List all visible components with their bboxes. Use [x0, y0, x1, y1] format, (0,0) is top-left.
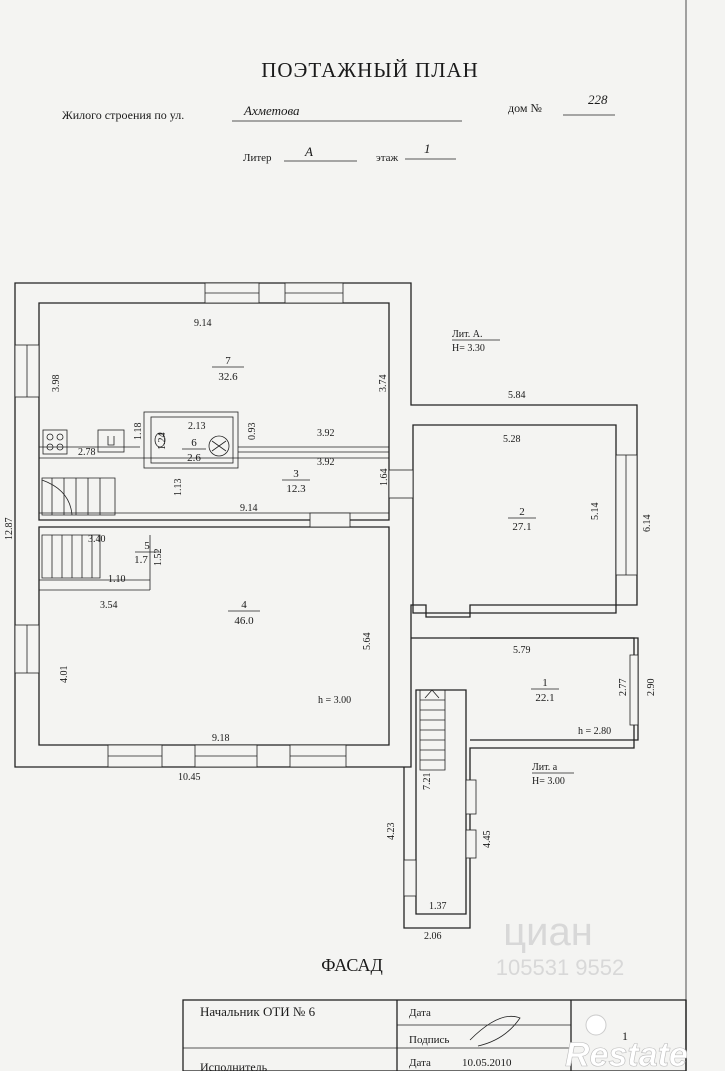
dim-room4-right: 5.64	[362, 633, 373, 651]
signature-mark	[469, 1015, 521, 1047]
annex-walls	[403, 637, 639, 929]
dim-total-depth: 12.87	[4, 518, 15, 541]
dim-room1-inner: 2.77	[618, 679, 629, 697]
dim-porch-outer: 4.45	[482, 831, 493, 849]
cian-phone-watermark: 105531 9552	[496, 955, 624, 980]
dim-porch-width-inner: 1.37	[429, 901, 447, 912]
chief-label: Начальник ОТИ № 6	[200, 1004, 316, 1019]
liter-a-annex-height: H= 3.00	[532, 776, 565, 787]
dim-1-24: 1.24	[157, 433, 168, 451]
dim-room4-left: 4.01	[59, 666, 70, 684]
dim-2-78: 2.78	[78, 447, 96, 458]
dim-3-92-bottom: 3.92	[317, 457, 335, 468]
interior-partitions	[39, 411, 414, 591]
plan-title: ПОЭТАЖНЫЙ ПЛАН	[261, 58, 479, 82]
dim-room2-top: 5.28	[503, 434, 521, 445]
house-number: 228	[588, 92, 608, 107]
room-4-area: 46.0	[234, 615, 254, 627]
room-6: 6 2.6	[182, 437, 206, 464]
kitchen-fixtures	[42, 429, 230, 457]
executor-label: Исполнитель	[200, 1060, 268, 1071]
room-2: 2 27.1	[508, 506, 536, 533]
room-7-number: 7	[225, 355, 231, 367]
dim-room4-bottom: 9.18	[212, 733, 230, 744]
room-4: 4 46.0	[228, 599, 260, 627]
house-label: дом №	[508, 101, 542, 115]
dim-1-13: 1.13	[173, 479, 184, 497]
room-2-area: 27.1	[512, 521, 531, 533]
street-value: Ахметова	[243, 103, 300, 118]
liter-label: Литер	[243, 152, 272, 164]
building-label: Жилого строения по ул.	[62, 108, 184, 122]
dim-room1-outer: 2.90	[646, 679, 657, 697]
signature-label: Подпись	[409, 1034, 449, 1046]
room-3-area: 12.3	[286, 483, 306, 495]
date-label-1: Дата	[409, 1007, 431, 1019]
room-1-area: 22.1	[535, 692, 554, 704]
floor-label: этаж	[376, 152, 399, 164]
dim-facade-width: 10.45	[178, 772, 201, 783]
dim-2-13: 2.13	[188, 421, 206, 432]
liter-a-main-label: Лит. А.	[452, 329, 482, 340]
date-label-2: Дата	[409, 1057, 431, 1069]
dim-0-93: 0.93	[247, 423, 258, 441]
stove-icon	[42, 429, 68, 455]
restate-logo-text: Restate	[565, 1036, 688, 1071]
room-1-height: h = 2.80	[578, 726, 611, 737]
liter-a-main-height: H= 3.30	[452, 343, 485, 354]
sink-icon	[97, 429, 125, 453]
toilet-icon	[154, 432, 166, 448]
dim-room7-left: 3.98	[51, 375, 62, 393]
date-value: 10.05.2010	[462, 1057, 512, 1069]
dim-1-64: 1.64	[379, 469, 390, 487]
room-6-area: 2.6	[187, 452, 201, 464]
dim-3-40: 3.40	[88, 534, 106, 545]
boiler-icon	[208, 435, 230, 457]
liter-value: А	[304, 144, 313, 159]
dim-3-54: 3.54	[100, 600, 118, 611]
dim-1-18: 1.18	[133, 423, 144, 441]
dim-room1-top: 5.79	[513, 645, 531, 656]
room-5-area: 1.7	[134, 554, 148, 566]
room-4-height: h = 3.00	[318, 695, 351, 706]
windows	[14, 282, 639, 897]
room-7: 7 32.6	[212, 355, 244, 383]
dim-room7-right: 3.74	[378, 375, 389, 393]
sheet-number: 1	[622, 1029, 628, 1043]
dim-room2-right: 5.14	[590, 503, 601, 521]
room-3-number: 3	[293, 468, 299, 480]
dim-corridor-width: 9.14	[240, 503, 258, 514]
dim-porch-width-outer: 2.06	[424, 931, 442, 942]
cian-watermark: циан	[503, 910, 593, 954]
dimensions: 9.14 3.98 3.74 1.18 2.13 0.93 3.92 1.24 …	[4, 318, 657, 942]
facade-label: ФАСАД	[321, 955, 383, 975]
room-6-number: 6	[191, 437, 197, 449]
room-5: 5 1.7	[134, 540, 159, 566]
dim-east-wing-depth: 6.14	[642, 515, 653, 533]
dim-porch-inner: 4.23	[386, 823, 397, 841]
room-1-number: 1	[542, 677, 548, 689]
room-4-number: 4	[241, 599, 247, 611]
restate-logo: Restate	[565, 1014, 688, 1074]
dim-3-92-top: 3.92	[317, 428, 335, 439]
room-2-number: 2	[519, 506, 525, 518]
room-3: 3 12.3	[282, 468, 310, 495]
room-5-number: 5	[144, 540, 150, 552]
dim-stair-length: 7.21	[422, 773, 433, 791]
floor-value: 1	[424, 141, 431, 156]
stairs	[41, 477, 446, 771]
dim-1-10: 1.10	[108, 574, 126, 585]
dim-top-width: 9.14	[194, 318, 212, 329]
dim-east-wing-width: 5.84	[508, 390, 526, 401]
dim-1-52: 1.52	[153, 549, 164, 567]
liter-a-annex-label: Лит. а	[532, 762, 558, 773]
room-1: 1 22.1	[531, 677, 559, 704]
room-7-area: 32.6	[218, 371, 238, 383]
restate-logo-icon	[585, 1014, 607, 1036]
